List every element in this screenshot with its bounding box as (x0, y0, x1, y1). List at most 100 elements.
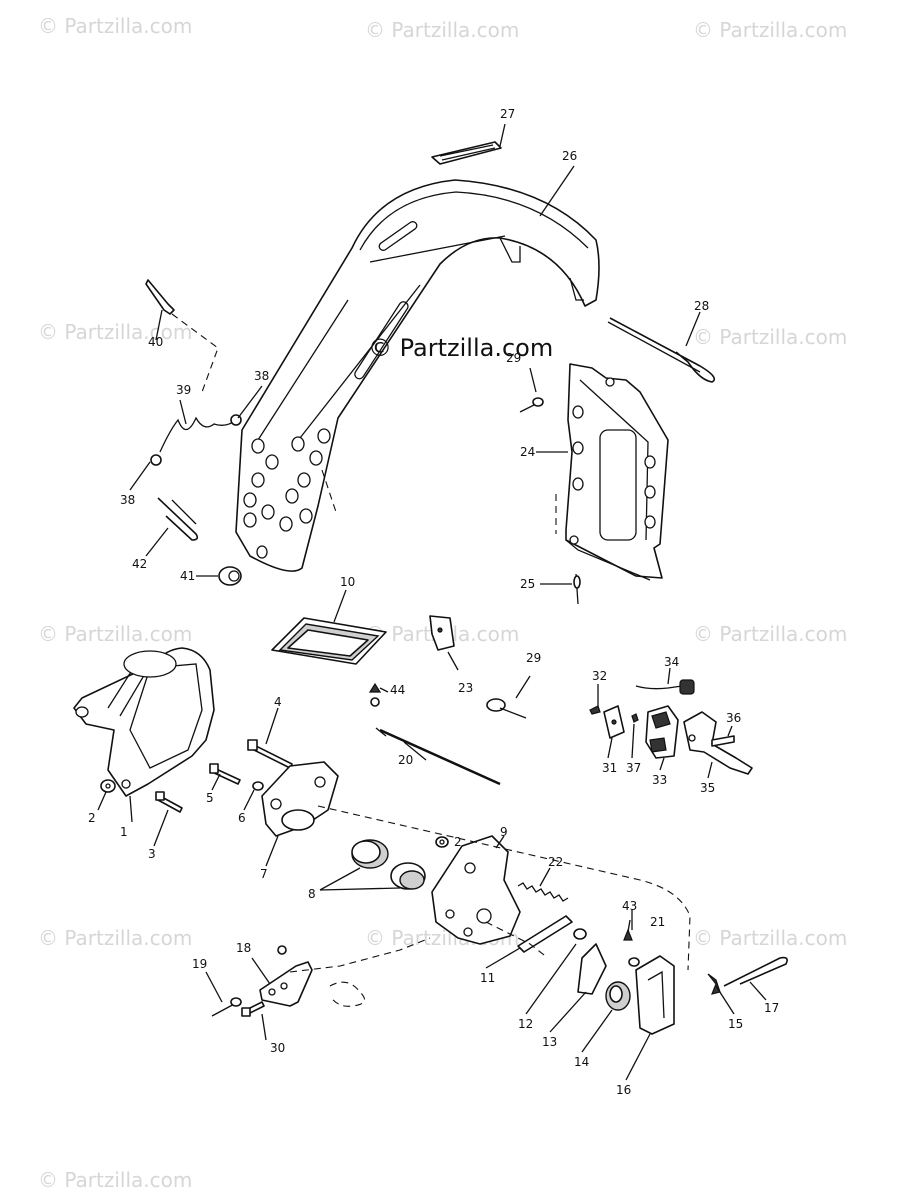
guard-plate-part[interactable] (565, 363, 669, 581)
cover-part[interactable] (635, 955, 675, 1035)
rubber-mount-part[interactable] (351, 839, 389, 869)
callout-numbers: 1 2 3 4 5 6 7 8 2 9 10 11 12 13 14 15 16… (88, 107, 779, 1097)
callout-36: 36 (726, 711, 741, 725)
watermark: © Partzilla.com (38, 926, 193, 950)
callout-23: 23 (458, 681, 473, 695)
callout-22: 22 (548, 855, 563, 869)
callout-43: 43 (622, 899, 637, 913)
callout-21: 21 (650, 915, 665, 929)
screw-part[interactable] (589, 705, 601, 715)
clip-part[interactable] (707, 973, 721, 995)
air-filter-part[interactable] (271, 617, 387, 665)
bolt-part[interactable] (241, 1001, 265, 1017)
callout-2b: 2 (454, 835, 462, 849)
callout-6: 6 (238, 811, 246, 825)
grease-nipple-part[interactable] (623, 928, 633, 941)
ground-wire-part[interactable] (150, 414, 242, 466)
callout-10: 10 (340, 575, 355, 589)
watermark: © Partzilla.com (365, 18, 520, 42)
clip-part[interactable] (429, 615, 455, 651)
callout-44: 44 (390, 683, 405, 697)
bolt-part[interactable] (711, 735, 735, 747)
callout-13: 13 (542, 1035, 557, 1049)
decal-part[interactable] (431, 141, 502, 165)
callout-30: 30 (270, 1041, 285, 1055)
washer-part[interactable] (628, 957, 640, 967)
bracket-part[interactable] (259, 961, 313, 1007)
callout-29b: 29 (506, 351, 521, 365)
watermark: © Partzilla.com (693, 18, 848, 42)
callout-8: 8 (308, 887, 316, 901)
callout-41: 41 (180, 569, 195, 583)
callout-27: 27 (500, 107, 515, 121)
wire-lead-part[interactable] (635, 679, 695, 695)
watermark: © Partzilla.com (38, 14, 193, 38)
nut-part[interactable] (435, 836, 449, 848)
callout-16: 16 (616, 1083, 631, 1097)
callout-4: 4 (274, 695, 282, 709)
callout-20: 20 (398, 753, 413, 767)
callout-15: 15 (728, 1017, 743, 1031)
watermark: © Partzilla.com (38, 1168, 193, 1192)
callout-14: 14 (574, 1055, 589, 1069)
nut-part[interactable] (100, 779, 116, 793)
callout-18: 18 (236, 941, 251, 955)
callout-34: 34 (664, 655, 679, 669)
callout-11: 11 (480, 971, 495, 985)
callout-17: 17 (764, 1001, 779, 1015)
rubber-mount-part[interactable] (390, 862, 426, 890)
watermark: © Partzilla.com (38, 622, 193, 646)
bolt-part[interactable] (155, 791, 183, 813)
center-watermark: © Partzilla.com (368, 334, 554, 362)
mount-plate-part[interactable] (431, 835, 521, 945)
callout-39: 39 (176, 383, 191, 397)
callout-3: 3 (148, 847, 156, 861)
rivet-part[interactable] (573, 573, 581, 605)
washer-part[interactable] (252, 781, 264, 791)
callout-28: 28 (694, 299, 709, 313)
callout-38b: 38 (120, 493, 135, 507)
throttle-cable-part[interactable] (375, 727, 501, 786)
watermark: © Partzilla.com (693, 926, 848, 950)
spring-part[interactable] (517, 882, 569, 902)
hairpin-part[interactable] (607, 317, 716, 383)
washer-part[interactable] (573, 928, 587, 940)
callout-24: 24 (520, 445, 535, 459)
watermark: © Partzilla.com (693, 325, 848, 349)
lever-part[interactable] (517, 915, 573, 953)
callout-7: 7 (260, 867, 268, 881)
callout-31: 31 (602, 761, 617, 775)
callout-1: 1 (120, 825, 128, 839)
screw-part[interactable] (145, 279, 175, 315)
grommet-part[interactable] (218, 566, 242, 586)
rivet-part[interactable] (519, 397, 544, 413)
tie-strap-part[interactable] (486, 698, 527, 719)
watermark: © Partzilla.com (693, 622, 848, 646)
callout-25: 25 (520, 577, 535, 591)
knob-part[interactable] (605, 981, 631, 1011)
callout-5: 5 (206, 791, 214, 805)
callout-40: 40 (148, 335, 163, 349)
housing-part[interactable] (261, 761, 339, 837)
bolt-part[interactable] (247, 739, 293, 769)
handle-part[interactable] (235, 179, 600, 572)
lever-housing-part[interactable] (645, 705, 679, 759)
spring-part[interactable] (631, 713, 639, 723)
callout-33: 33 (652, 773, 667, 787)
callout-26: 26 (562, 149, 577, 163)
grease-nipple-part[interactable] (368, 682, 382, 707)
switch-plate-part[interactable] (603, 705, 625, 739)
bolt-part[interactable] (209, 763, 241, 785)
brake-lever-part[interactable] (683, 711, 753, 775)
callout-35: 35 (700, 781, 715, 795)
spring-clip-part[interactable] (157, 497, 199, 541)
cam-part[interactable] (577, 943, 607, 995)
leader-lines (97, 123, 767, 1081)
screw-part[interactable] (211, 997, 242, 1017)
callout-38: 38 (254, 369, 269, 383)
callout-37: 37 (626, 761, 641, 775)
callout-42: 42 (132, 557, 147, 571)
bracket-frame-part[interactable] (73, 647, 215, 797)
hairpin-part[interactable] (723, 956, 788, 987)
